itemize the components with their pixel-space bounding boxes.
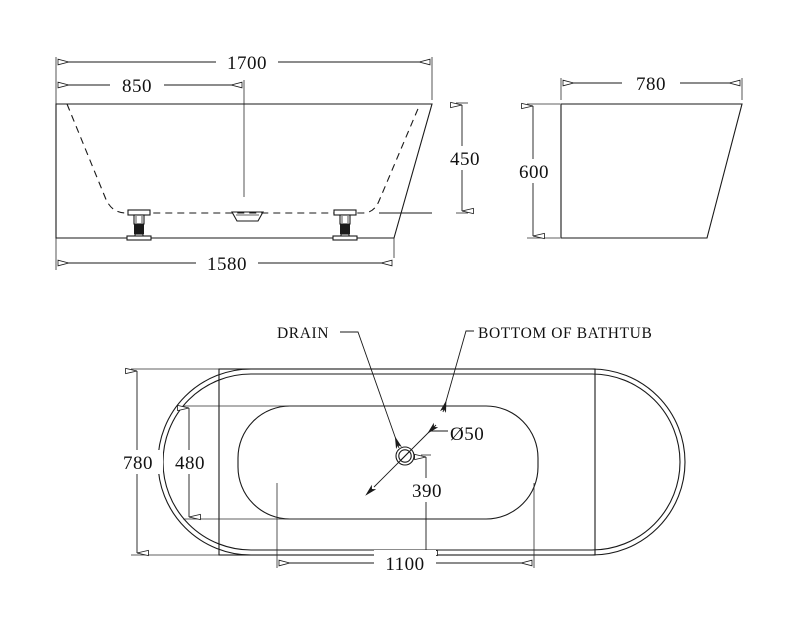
label-drain: DRAIN xyxy=(277,325,329,342)
dim-600: 600 xyxy=(509,102,559,240)
dim-1700-text: 1700 xyxy=(227,53,267,74)
leader-drain: DRAIN xyxy=(277,325,402,450)
dim-diameter-50: Ø50 xyxy=(365,422,500,496)
leader-bottom-of-bathtub: BOTTOM OF BATHTUB xyxy=(440,325,652,413)
dim-480-text: 480 xyxy=(175,453,205,474)
side-tub-outline xyxy=(560,103,743,239)
front-drain-outlet xyxy=(231,211,264,222)
plan-outer-stadium-inner xyxy=(162,373,681,551)
dim-1580-text: 1580 xyxy=(207,254,247,275)
plan-view-group: Ø50 DRAIN BOTTOM OF BATHTUB 780 xyxy=(113,325,686,575)
dim-780-plan-text: 780 xyxy=(123,453,153,474)
dim-850: 850 xyxy=(58,72,242,97)
side-extension-lines xyxy=(527,78,743,239)
dim-1580: 1580 xyxy=(58,250,392,275)
dim-780-side: 780 xyxy=(563,70,740,95)
label-bottom-of-bathtub: BOTTOM OF BATHTUB xyxy=(478,325,652,342)
front-foot-left xyxy=(126,209,152,241)
dim-1100: 1100 xyxy=(279,550,532,575)
dim-480: 480 xyxy=(165,404,215,521)
dim-450-text: 450 xyxy=(450,149,480,170)
dim-780-plan: 780 xyxy=(113,367,163,557)
dim-850-text: 850 xyxy=(122,76,152,97)
front-tub-outline xyxy=(55,103,433,239)
dim-600-text: 600 xyxy=(519,162,549,183)
dim-1700: 1700 xyxy=(58,49,430,74)
side-elevation-group: 780 600 xyxy=(509,70,743,240)
front-inner-bowl-dashed xyxy=(66,103,421,214)
dim-diameter-50-text: Ø50 xyxy=(450,424,484,445)
front-elevation-group: 1700 850 xyxy=(55,49,490,275)
plan-bottom-of-bathtub xyxy=(237,405,539,520)
dim-1100-text: 1100 xyxy=(385,554,424,575)
plan-outer-stadium xyxy=(157,368,686,556)
dim-390-text: 390 xyxy=(412,481,442,502)
dim-780-side-text: 780 xyxy=(636,74,666,95)
dim-450: 450 xyxy=(440,101,490,215)
front-foot-right xyxy=(332,209,358,241)
dim-390: 390 xyxy=(402,453,452,557)
